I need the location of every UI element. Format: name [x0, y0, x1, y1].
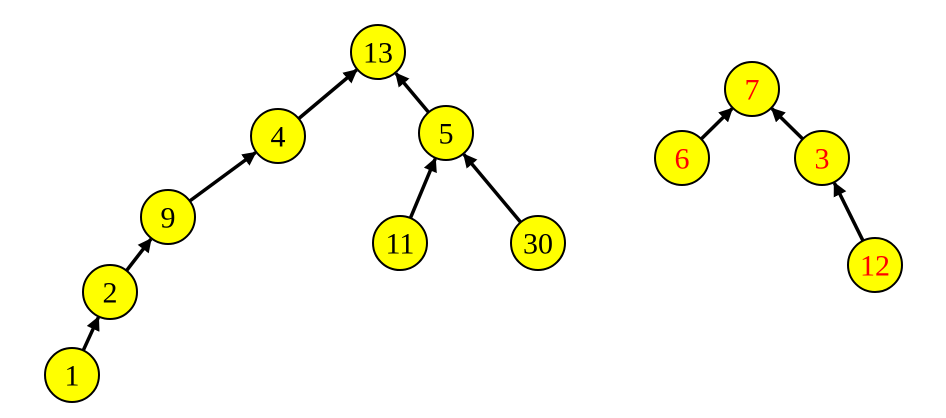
- edge-n30-to-n5: [462, 153, 523, 224]
- node-circle: [350, 24, 406, 80]
- node-2: 2: [82, 264, 138, 320]
- node-label: 7: [745, 74, 760, 107]
- node-circle: [724, 61, 780, 117]
- edge-n1-to-n2: [81, 316, 100, 352]
- node-label: 3: [815, 143, 830, 176]
- edge-n2-to-n9: [125, 238, 153, 272]
- node-13: 13: [350, 24, 406, 80]
- edge-n9-to-n4: [188, 151, 257, 203]
- node-circle: [44, 347, 100, 403]
- node-12: 12: [847, 237, 903, 293]
- node-circle: [250, 108, 306, 164]
- node-6: 6: [654, 130, 710, 186]
- node-7: 7: [724, 61, 780, 117]
- edge-n12-to-n3: [832, 181, 865, 242]
- node-circle: [794, 130, 850, 186]
- node-circle: [82, 264, 138, 320]
- node-4: 4: [250, 108, 306, 164]
- edges-layer: [81, 68, 865, 352]
- node-label: 13: [363, 37, 393, 70]
- node-circle: [654, 130, 710, 186]
- node-circle: [372, 215, 428, 271]
- node-label: 4: [271, 121, 286, 154]
- node-label: 30: [523, 228, 553, 261]
- node-label: 9: [161, 202, 176, 235]
- nodes-layer: 13 4 9 2 1 5 11 30 7 6 3 12: [44, 24, 903, 403]
- node-1: 1: [44, 347, 100, 403]
- node-circle: [140, 189, 196, 245]
- edge-n11-to-n5: [408, 157, 437, 219]
- edge-n5-to-n13: [394, 72, 430, 114]
- edge-n4-to-n13: [297, 68, 358, 120]
- edge-n6-to-n7: [700, 107, 734, 141]
- node-3: 3: [794, 130, 850, 186]
- node-5: 5: [418, 105, 474, 161]
- node-circle: [847, 237, 903, 293]
- node-label: 6: [675, 143, 690, 176]
- node-label: 12: [860, 250, 890, 283]
- node-circle: [418, 105, 474, 161]
- edge-n3-to-n7: [770, 107, 804, 141]
- node-label: 2: [103, 277, 118, 310]
- node-11: 11: [372, 215, 428, 271]
- node-label: 11: [386, 228, 415, 261]
- node-circle: [510, 215, 566, 271]
- node-label: 1: [65, 360, 80, 393]
- node-label: 5: [439, 118, 454, 151]
- node-30: 30: [510, 215, 566, 271]
- node-9: 9: [140, 189, 196, 245]
